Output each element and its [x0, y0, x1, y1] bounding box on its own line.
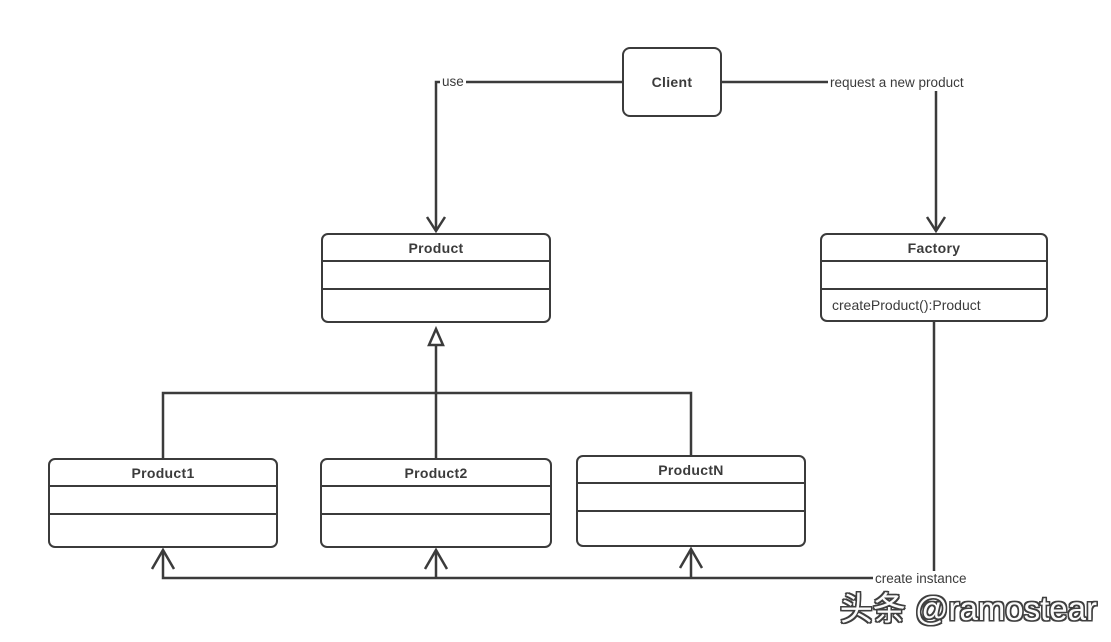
class-title-productN: ProductN [578, 457, 804, 484]
class-box-product1: Product1 [48, 458, 278, 548]
class-attributes-factory [822, 262, 1046, 290]
arrowhead-open-up-productN [678, 546, 704, 569]
watermark-text: 头条 @ramostear [839, 590, 1097, 627]
edge-label-create-instance: create instance [873, 571, 969, 587]
class-box-product: Product [321, 233, 551, 323]
edge-label-request: request a new product [828, 75, 966, 91]
class-title-product2: Product2 [322, 460, 550, 487]
class-attributes-productN [578, 484, 804, 512]
class-box-product2: Product2 [320, 458, 552, 548]
arrowhead-open-up-product1 [150, 547, 176, 570]
class-methods-product [323, 290, 549, 321]
class-methods-product1 [50, 515, 276, 546]
class-title-product: Product [323, 235, 549, 262]
class-box-productN: ProductN [576, 455, 806, 547]
class-title-product1: Product1 [50, 460, 276, 487]
class-attributes-product [323, 262, 549, 290]
edge-inheritance-rail [161, 391, 693, 458]
edge-label-use: use [440, 74, 466, 90]
class-box-factory: Factory createProduct():Product [820, 233, 1048, 322]
arrowhead-hollow-triangle-icon [427, 325, 445, 347]
class-method-createproduct: createProduct():Product [832, 297, 981, 313]
class-title-client: Client [651, 74, 693, 90]
class-methods-productN [578, 512, 804, 545]
edge-request [722, 80, 938, 231]
edge-use [434, 80, 622, 231]
arrowhead-open-up-product2 [423, 547, 449, 570]
arrowhead-open-down-product [425, 216, 447, 234]
class-attributes-product2 [322, 487, 550, 515]
edge-create-instance [161, 322, 936, 580]
arrowhead-open-down-factory [925, 216, 947, 234]
class-title-factory: Factory [822, 235, 1046, 262]
class-methods-product2 [322, 515, 550, 546]
class-box-client: Client [622, 47, 722, 117]
class-attributes-product1 [50, 487, 276, 515]
